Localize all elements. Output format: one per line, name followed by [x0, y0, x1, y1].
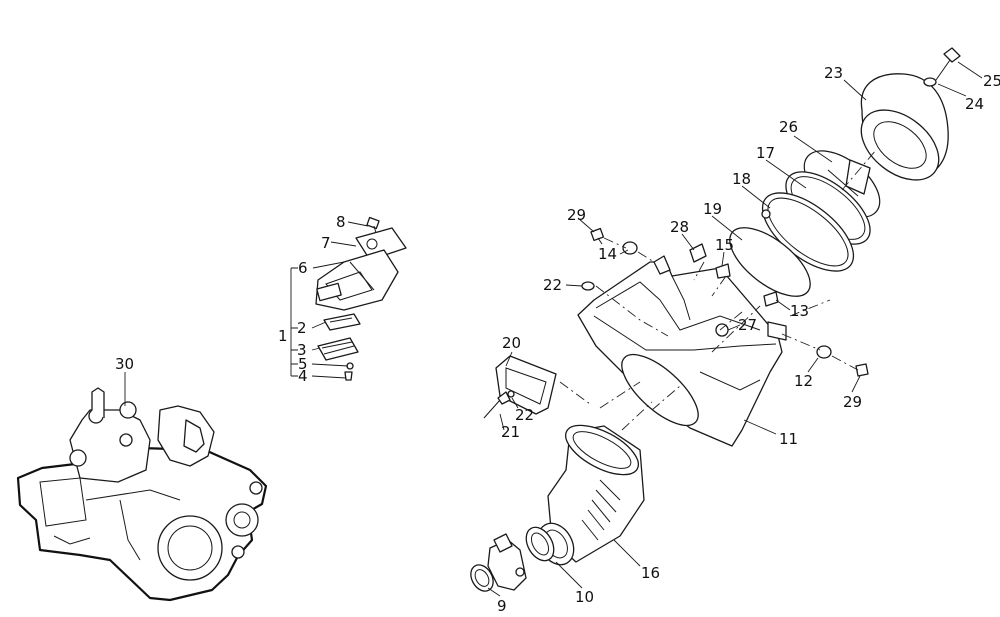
callout-30: 30 — [115, 355, 134, 373]
callout-11: 11 — [779, 430, 798, 448]
callout-3: 3 — [297, 341, 307, 359]
callout-23: 23 — [824, 64, 843, 82]
callout-27: 27 — [738, 316, 757, 334]
callout-22-lower: 22 — [515, 406, 534, 424]
air-filter-assembly — [729, 47, 961, 297]
callout-12: 12 — [794, 372, 813, 390]
callout-17: 17 — [756, 144, 775, 162]
callout-19: 19 — [703, 200, 722, 218]
callout-20: 20 — [502, 334, 521, 352]
callout-10: 10 — [575, 588, 594, 606]
callout-21: 21 — [501, 423, 520, 441]
callout-4: 4 — [298, 367, 308, 385]
reed-valve-assembly — [315, 216, 407, 381]
callout-13: 13 — [790, 302, 809, 320]
callout-7: 7 — [321, 234, 331, 252]
callout-9: 9 — [497, 597, 507, 615]
engine-assembly — [16, 387, 268, 602]
callout-26: 26 — [779, 118, 798, 136]
callout-29-lower: 29 — [843, 393, 862, 411]
airbox — [577, 255, 787, 447]
callout-labels: 30 1 2 3 4 5 6 7 8 9 10 11 12 13 14 15 1… — [115, 64, 1000, 615]
callout-5: 5 — [298, 355, 308, 373]
callout-25: 25 — [983, 72, 1000, 90]
callout-24: 24 — [965, 95, 984, 113]
callout-1: 1 — [278, 327, 288, 345]
cover-plate-assembly — [483, 355, 557, 419]
callout-18: 18 — [732, 170, 751, 188]
callout-28: 28 — [670, 218, 689, 236]
callout-6: 6 — [298, 259, 308, 277]
intake-boot — [537, 424, 645, 566]
leader-lines — [124, 61, 983, 597]
callout-22-upper: 22 — [543, 276, 562, 294]
callout-29-upper: 29 — [567, 206, 586, 224]
callout-2: 2 — [297, 319, 307, 337]
callout-15: 15 — [715, 236, 734, 254]
alignment-lines — [559, 149, 877, 431]
callout-8: 8 — [336, 213, 346, 231]
carburettor-and-clamps — [470, 526, 555, 592]
callout-14: 14 — [598, 245, 617, 263]
callout-16: 16 — [641, 564, 660, 582]
